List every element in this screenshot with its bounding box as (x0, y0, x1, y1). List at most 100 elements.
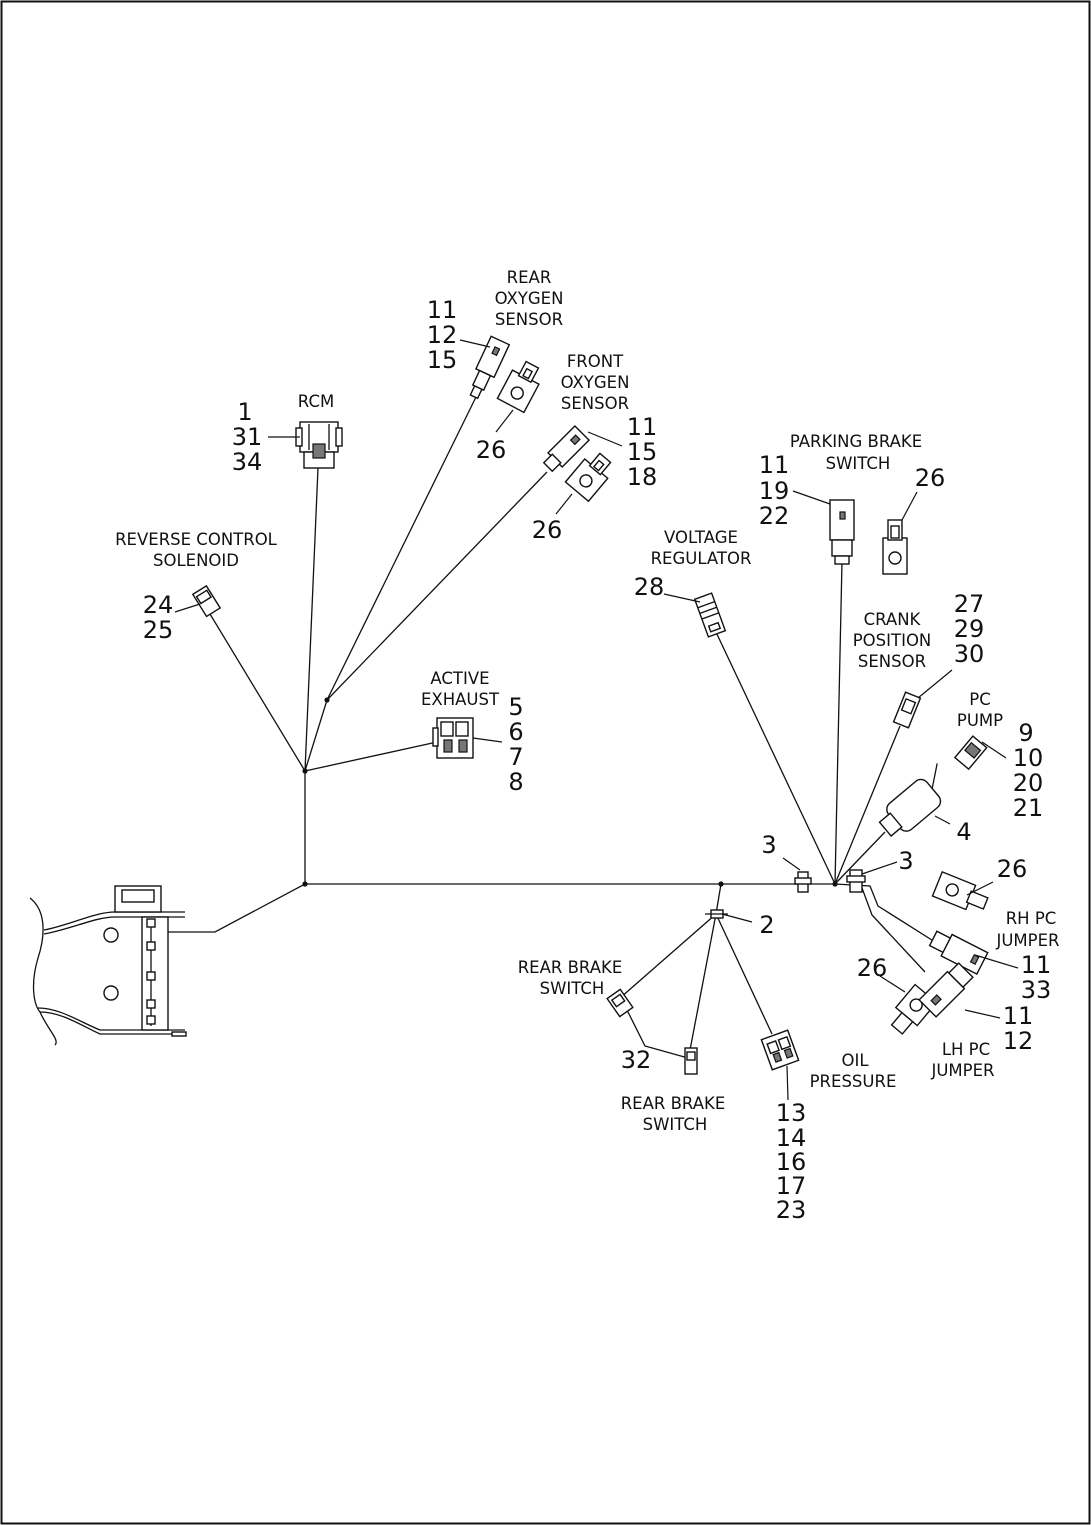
pc-pump-wire (834, 831, 886, 885)
pc-pump-body (878, 763, 942, 837)
svg-text:POSITION: POSITION (853, 631, 932, 650)
rear-brake-wire-1 (619, 913, 717, 999)
label-rear-oxygen: REAR OXYGEN SENSOR (495, 268, 564, 329)
svg-text:9: 9 (1018, 719, 1033, 747)
label-rh-pc-jumper: RH PC JUMPER (995, 909, 1059, 950)
junction-clip (705, 909, 728, 919)
svg-text:21: 21 (1013, 794, 1044, 822)
parking-brake-wire (834, 561, 843, 885)
svg-text:13: 13 (776, 1099, 807, 1127)
svg-text:20: 20 (1013, 769, 1044, 797)
front-oxygen-connector (542, 424, 591, 473)
callout-rcm: 1 31 34 (232, 398, 263, 476)
svg-text:12: 12 (427, 321, 458, 349)
leader-lines (174, 339, 1019, 1101)
label-lh-pc-jumper: LH PC JUMPER (930, 1040, 994, 1080)
clip-rh-jumper (931, 870, 989, 911)
lh-jumper-wire (861, 887, 926, 973)
callout-pc-pump-body: 4 (956, 818, 971, 846)
svg-text:33: 33 (1021, 976, 1052, 1004)
svg-text:SENSOR: SENSOR (495, 310, 563, 329)
svg-text:OXYGEN: OXYGEN (561, 373, 630, 392)
rear-brake-wire-2 (689, 913, 717, 1051)
svg-text:17: 17 (776, 1172, 807, 1200)
svg-text:11: 11 (427, 296, 458, 324)
clip-left (794, 871, 812, 893)
reverse-control-wire (209, 613, 306, 772)
svg-text:12: 12 (1003, 1027, 1034, 1055)
callout-rh-pc-jumper: 11 33 (1021, 951, 1052, 1004)
svg-text:8: 8 (508, 768, 523, 796)
svg-text:RCM: RCM (298, 392, 334, 411)
svg-text:RH PC: RH PC (1006, 909, 1057, 928)
parking-brake-connector (829, 499, 855, 565)
lower-branch-wire (715, 883, 722, 915)
callout-active-exhaust: 5 6 7 8 (508, 693, 523, 796)
lh-pc-jumper-connector (918, 962, 974, 1018)
rear-brake-switch-connector-1 (606, 988, 634, 1018)
svg-text:SWITCH: SWITCH (540, 979, 605, 998)
svg-text:OXYGEN: OXYGEN (495, 289, 564, 308)
svg-text:CRANK: CRANK (864, 610, 922, 629)
voltage-regulator-wire (714, 629, 836, 885)
callout-voltage-regulator: 28 (634, 573, 665, 601)
svg-text:11: 11 (1021, 951, 1052, 979)
svg-text:3: 3 (761, 831, 776, 859)
harness-wires (158, 396, 936, 1059)
svg-text:27: 27 (954, 590, 985, 618)
label-front-oxygen: FRONT OXYGEN SENSOR (561, 352, 630, 413)
svg-text:26: 26 (997, 855, 1028, 883)
svg-text:PARKING BRAKE: PARKING BRAKE (790, 432, 922, 451)
callout-clip-lh-jumper: 26 (857, 954, 888, 982)
callout-rear-oxygen: 11 12 15 (427, 296, 458, 374)
svg-text:SENSOR: SENSOR (858, 652, 926, 671)
callout-lh-pc-jumper: 11 12 (1003, 1002, 1034, 1055)
rear-oxygen-connector (469, 335, 511, 400)
svg-text:18: 18 (627, 463, 658, 491)
callout-front-oxygen-clip: 26 (532, 516, 563, 544)
svg-text:ACTIVE: ACTIVE (430, 669, 489, 688)
frame-bracket (29, 885, 187, 1046)
callout-crank-position: 27 29 30 (954, 590, 985, 668)
svg-text:16: 16 (776, 1148, 807, 1176)
callout-rear-brake-switch: 32 (621, 1046, 652, 1074)
parking-brake-clip (882, 519, 908, 575)
label-oil-pressure: OIL PRESSURE (810, 1051, 897, 1091)
svg-text:31: 31 (232, 423, 263, 451)
svg-text:FRONT: FRONT (567, 352, 624, 371)
svg-text:15: 15 (427, 346, 458, 374)
svg-text:LH PC: LH PC (942, 1040, 990, 1059)
svg-text:PC: PC (969, 690, 990, 709)
svg-text:26: 26 (857, 954, 888, 982)
svg-text:REAR BRAKE: REAR BRAKE (621, 1094, 726, 1113)
svg-text:26: 26 (532, 516, 563, 544)
callout-front-oxygen: 11 15 18 (627, 413, 658, 491)
svg-text:PUMP: PUMP (957, 711, 1003, 730)
svg-text:30: 30 (954, 640, 985, 668)
clip-right (846, 869, 866, 893)
svg-text:SOLENOID: SOLENOID (153, 551, 239, 570)
svg-text:25: 25 (143, 616, 174, 644)
active-exhaust-connector (432, 717, 474, 759)
svg-text:34: 34 (232, 448, 263, 476)
svg-text:26: 26 (476, 436, 507, 464)
rh-jumper-wire (834, 883, 936, 943)
svg-text:5: 5 (508, 693, 523, 721)
callout-reverse-control: 24 25 (143, 591, 174, 644)
svg-text:SWITCH: SWITCH (826, 454, 891, 473)
svg-text:24: 24 (143, 591, 174, 619)
svg-text:19: 19 (759, 477, 790, 505)
svg-text:REAR: REAR (507, 268, 552, 287)
front-oxygen-clip (564, 452, 612, 503)
label-voltage-regulator: VOLTAGE REGULATOR (651, 528, 752, 568)
label-active-exhaust: ACTIVE EXHAUST (421, 669, 500, 709)
svg-text:JUMPER: JUMPER (995, 931, 1059, 950)
svg-text:11: 11 (759, 451, 790, 479)
svg-text:22: 22 (759, 502, 790, 530)
svg-text:SENSOR: SENSOR (561, 394, 629, 413)
crank-position-connector (892, 691, 922, 729)
callout-rear-oxygen-clip: 26 (476, 436, 507, 464)
svg-text:4: 4 (956, 818, 971, 846)
reverse-control-connector (191, 584, 222, 618)
